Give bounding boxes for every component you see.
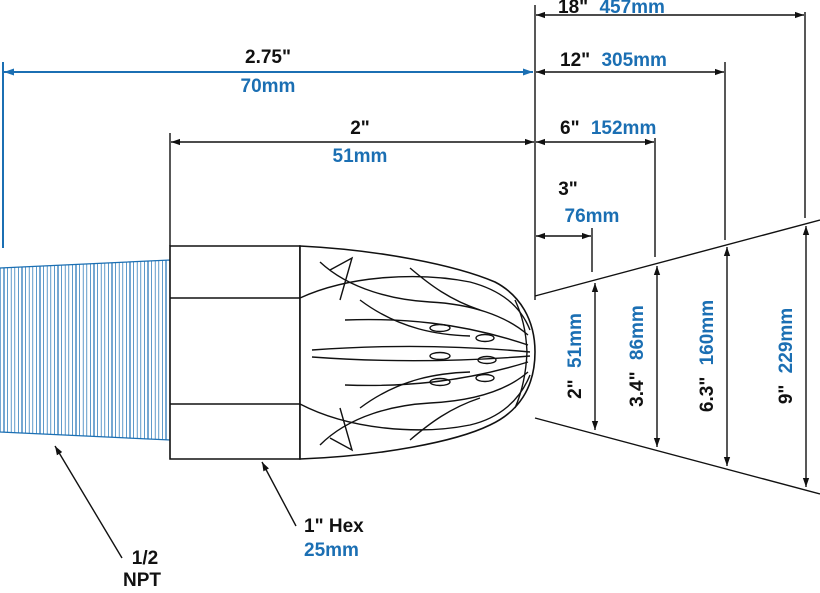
vertical-dimension-lines <box>591 226 810 487</box>
spray-distance-6: 6" 152mm <box>560 118 656 139</box>
spray-width-3-4-metric: 86mm <box>627 305 648 360</box>
spray-cone-upper-edge <box>534 219 820 297</box>
nozzle-tip <box>299 245 536 460</box>
spray-width-2-metric: 51mm <box>565 313 586 368</box>
hex-body <box>169 245 301 460</box>
spray-distance-18-imperial: 18" <box>558 0 588 18</box>
overall-length-metric: 70mm <box>241 76 296 97</box>
hex-length-metric: 51mm <box>333 146 388 167</box>
spray-distance-12: 12" 305mm <box>560 50 667 71</box>
spray-width-9: 9" 229mm <box>776 308 797 404</box>
spray-distance-3-imperial: 3" <box>558 179 578 200</box>
thread-callout-line1: 1/2 <box>132 548 158 569</box>
spray-distance-3-metric: 76mm <box>565 206 620 227</box>
horizontal-dimension-lines <box>4 11 804 240</box>
hex-length-imperial: 2" <box>350 118 370 139</box>
spray-width-3-4: 3.4" 86mm <box>627 305 648 407</box>
spray-width-6-3: 6.3" 160mm <box>697 300 718 412</box>
spray-distance-6-imperial: 6" <box>560 118 580 139</box>
spray-width-6-3-imperial: 6.3" <box>697 377 718 412</box>
spray-distance-6-metric: 152mm <box>591 118 657 139</box>
spray-distance-12-metric: 305mm <box>601 50 667 71</box>
spray-width-9-imperial: 9" <box>776 385 797 405</box>
extension-lines <box>2 5 806 300</box>
npt-leader <box>54 445 123 559</box>
hex-callout-metric: 25mm <box>304 540 359 561</box>
spray-width-3-4-imperial: 3.4" <box>627 371 648 406</box>
thread-callout-line2: NPT <box>123 570 161 591</box>
spray-distance-12-imperial: 12" <box>560 50 590 71</box>
spray-width-6-3-metric: 160mm <box>697 300 718 366</box>
overall-length-imperial: 2.75" <box>245 47 291 68</box>
hex-leader <box>261 461 297 527</box>
spray-cone-lower-edge <box>534 417 820 495</box>
threaded-section <box>0 259 171 441</box>
hex-callout-imperial: 1" Hex <box>304 516 364 537</box>
spray-width-2-imperial: 2" <box>565 379 586 399</box>
spray-width-9-metric: 229mm <box>776 308 797 374</box>
spray-distance-18: 18" 457mm <box>558 0 665 18</box>
spray-width-2: 2" 51mm <box>565 313 586 399</box>
spray-distance-18-metric: 457mm <box>599 0 665 18</box>
thread-lines <box>3 260 167 440</box>
